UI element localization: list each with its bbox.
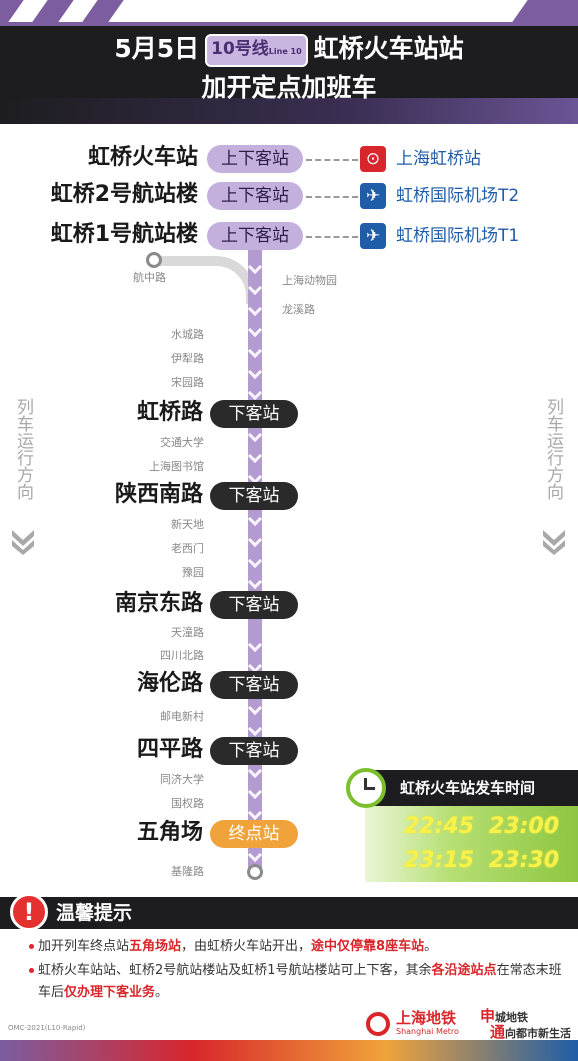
slogan-line1: 申城地铁 — [480, 1007, 529, 1025]
minor-stop: 同济大学 — [160, 773, 204, 786]
departure-time: 23:15 — [404, 848, 475, 873]
minor-stop: 上海动物园 — [282, 274, 337, 287]
station-name: 五角场 — [136, 820, 203, 845]
minor-stop: 交通大学 — [160, 436, 204, 449]
minor-stop: 豫园 — [182, 566, 204, 579]
minor-stop: 新天地 — [171, 518, 204, 531]
tips-header — [0, 897, 578, 929]
departure-title: 虹桥火车站发车时间 — [400, 779, 536, 797]
minor-stop: 水城路 — [171, 328, 204, 341]
header-banner — [0, 0, 578, 124]
minor-stop: 伊犁路 — [171, 352, 204, 365]
boarding-tag: 上下客站 — [207, 182, 303, 210]
checker-band — [0, 98, 578, 124]
minor-stop: 天潼路 — [171, 626, 204, 639]
branch-terminus-marker — [146, 252, 162, 268]
minor-stop: 基隆路 — [171, 865, 204, 878]
railway-icon: ⊙ — [360, 146, 386, 172]
departure-header — [365, 770, 578, 806]
tip-item: 虹桥火车站站、虹桥2号航站楼站及虹桥1号航站楼站可上下客，其余各沿途站点在常态末… — [29, 960, 568, 1004]
tips-title: 温馨提示 — [56, 902, 133, 924]
station-name: 虹桥1号航站楼 — [50, 222, 198, 247]
alight-tag: 下客站 — [210, 482, 298, 510]
line-badge: 10号线Line 10 — [205, 34, 308, 67]
station-name: 虹桥2号航站楼 — [50, 182, 198, 207]
station-name: 虹桥火车站 — [87, 145, 198, 170]
boarding-tag: 上下客站 — [207, 222, 303, 250]
tip-item: 加开列车终点站五角场站，由虹桥火车站开出，途中仅停靠8座车站。 — [29, 936, 568, 958]
slogan-line2: 通向都市新生活 — [490, 1023, 572, 1041]
minor-stop: 邮电新村 — [160, 710, 204, 723]
minor-stop: 四川北路 — [160, 649, 204, 662]
station-name: 四平路 — [136, 737, 203, 762]
minor-stop: 航中路 — [133, 271, 166, 284]
alight-tag: 下客站 — [210, 400, 298, 428]
date-label: 5月5日 — [114, 34, 200, 63]
transfer-label: 上海虹桥站 — [396, 149, 481, 169]
station-name: 陕西南路 — [114, 482, 203, 507]
clock-icon — [346, 768, 386, 808]
boarding-tag: 上下客站 — [207, 145, 303, 173]
line-terminus-marker — [247, 864, 263, 880]
terminal-tag: 终点站 — [210, 820, 298, 848]
page-subtitle: 加开定点加班车 — [201, 73, 377, 102]
transfer-connector — [306, 236, 358, 238]
document-code: OMC-2021(L10-Rapid) — [8, 1024, 86, 1032]
transfer-connector — [306, 196, 358, 198]
departure-time: 22:45 — [404, 814, 475, 839]
alight-tag: 下客站 — [210, 671, 298, 699]
brand-name-en: Shanghai Metro — [396, 1027, 459, 1036]
warning-icon: ! — [10, 893, 48, 931]
alight-tag: 下客站 — [210, 591, 298, 619]
alight-tag: 下客站 — [210, 737, 298, 765]
footer-color-bar — [0, 1040, 578, 1061]
station-name: 海伦路 — [136, 671, 203, 696]
transfer-connector — [306, 159, 358, 161]
minor-stop: 国权路 — [171, 797, 204, 810]
minor-stop: 龙溪路 — [282, 303, 315, 316]
departure-time: 23:30 — [489, 848, 560, 873]
down-arrow-icon — [12, 530, 34, 555]
airplane-icon: ✈ — [360, 183, 386, 209]
transfer-label: 虹桥国际机场T2 — [396, 186, 520, 206]
station-name: 虹桥路 — [136, 400, 203, 425]
brand-name: 上海地铁 — [396, 1009, 457, 1027]
airplane-icon: ✈ — [360, 223, 386, 249]
branch-line — [152, 256, 256, 304]
minor-stop: 老西门 — [171, 542, 204, 555]
station-name: 南京东路 — [114, 591, 203, 616]
departure-time: 23:00 — [489, 814, 560, 839]
minor-stop: 宋园路 — [171, 376, 204, 389]
header-stripe — [0, 0, 578, 22]
shanghai-metro-logo — [366, 1012, 390, 1036]
minor-stop: 上海图书馆 — [149, 460, 204, 473]
transfer-label: 虹桥国际机场T1 — [396, 226, 520, 246]
direction-label-left: 列车运行方向 — [13, 398, 33, 500]
station-title: 虹桥火车站站 — [313, 34, 464, 63]
down-arrow-icon — [543, 530, 565, 555]
direction-label-right: 列车运行方向 — [543, 398, 563, 500]
